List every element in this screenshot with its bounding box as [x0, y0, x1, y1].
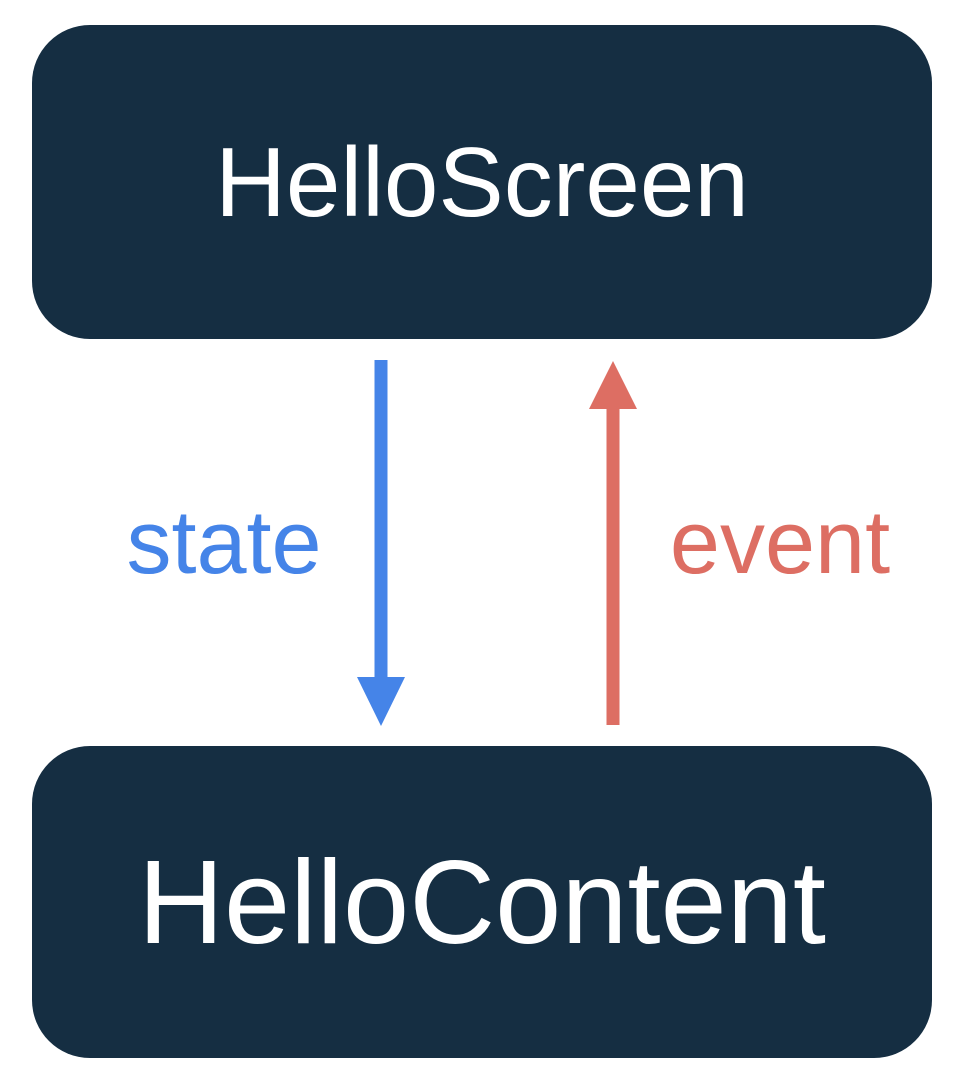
state-edge-label: state — [126, 493, 322, 593]
node-hello-content-label: HelloContent — [138, 835, 826, 969]
state-arrow-down — [357, 360, 405, 726]
node-hello-content: HelloContent — [32, 746, 932, 1058]
event-arrowhead-icon — [589, 361, 637, 409]
event-arrow-up — [589, 361, 637, 725]
state-arrowhead-icon — [357, 677, 405, 726]
node-hello-screen: HelloScreen — [32, 25, 932, 339]
event-edge-label: event — [669, 493, 891, 593]
node-hello-screen-label: HelloScreen — [215, 126, 749, 237]
